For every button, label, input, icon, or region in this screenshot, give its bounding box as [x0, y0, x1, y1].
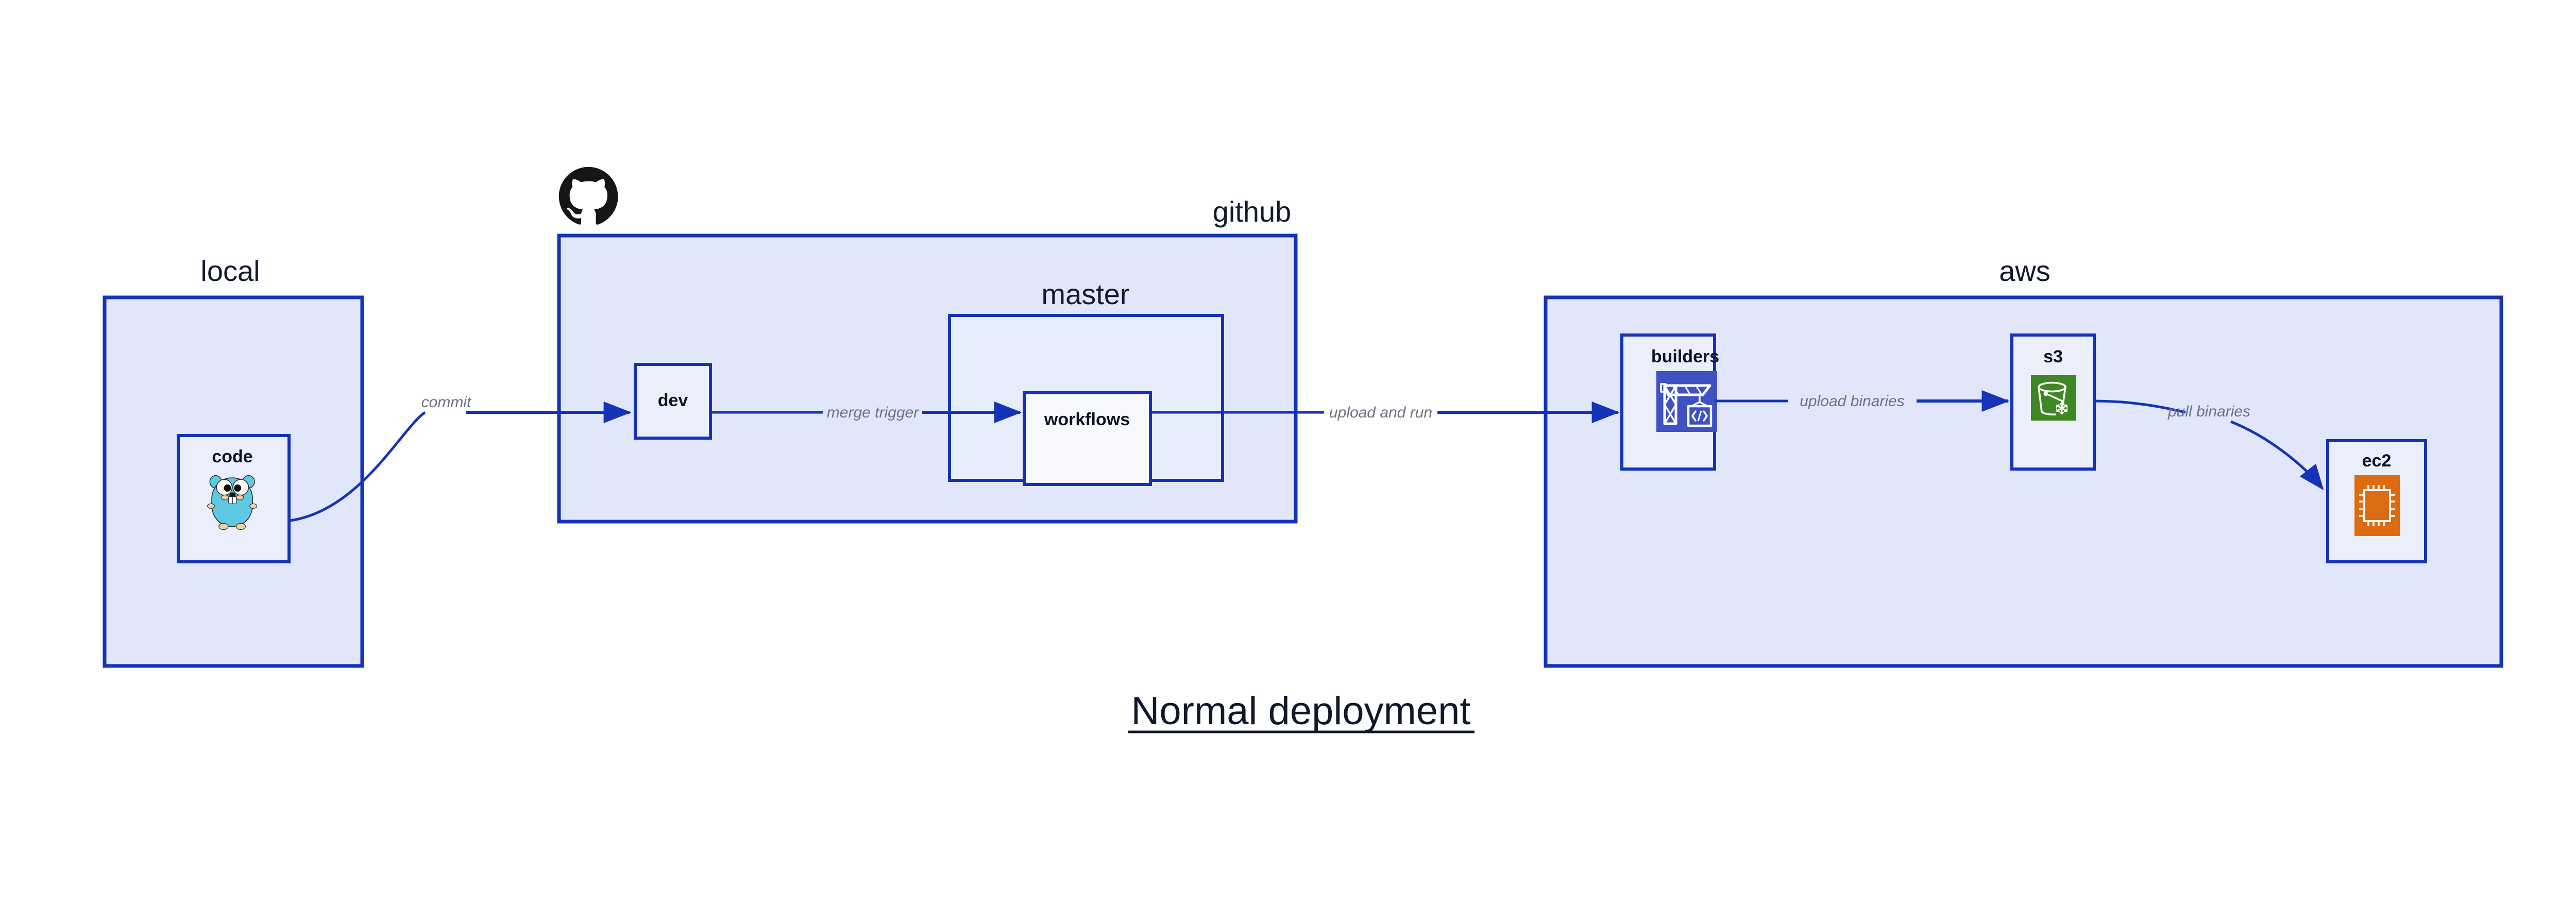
- edge-pull-binaries: pull binaries: [2094, 399, 2324, 491]
- group-label-github: github: [1213, 195, 1292, 228]
- node-box-ec2[interactable]: [2326, 439, 2427, 563]
- edge-line-commit: [290, 411, 426, 522]
- go-gopher-icon: [207, 475, 258, 530]
- group-label-local: local: [200, 255, 260, 287]
- node-box-dev[interactable]: [634, 363, 712, 440]
- edge-label-upload-binaries: upload binaries: [1800, 393, 1904, 410]
- subgroup-master: master workflows: [948, 278, 1224, 486]
- node-ec2[interactable]: ec2: [2326, 439, 2427, 563]
- edge-commit: commit: [290, 394, 632, 522]
- diagram-title: Normal deployment: [1128, 689, 1475, 733]
- edge-label-upload-and-run: upload and run: [1329, 404, 1432, 421]
- node-box-workflows[interactable]: [1023, 391, 1152, 486]
- node-builders[interactable]: builders: [1620, 333, 1719, 471]
- aws-codebuild-icon: [1656, 371, 1717, 432]
- aws-s3-glacier-icon: [2031, 375, 2076, 421]
- node-label-s3: s3: [2043, 347, 2063, 366]
- group-local: local code: [103, 255, 364, 668]
- node-code[interactable]: code: [177, 434, 291, 563]
- aws-ec2-icon: [2354, 475, 2400, 536]
- edge-label-merge-trigger: merge trigger: [827, 404, 919, 421]
- group-label-aws: aws: [1999, 255, 2050, 287]
- node-label-builders: builders: [1651, 347, 1719, 366]
- edge-upload-and-run: upload and run: [1150, 402, 1620, 423]
- group-github: github dev master workflows: [557, 166, 1298, 524]
- node-dev[interactable]: dev: [634, 363, 712, 440]
- edge-merge-trigger: merge trigger: [710, 402, 1022, 423]
- node-label-ec2: ec2: [2362, 451, 2392, 471]
- diagram-title-text: Normal deployment: [1131, 689, 1471, 733]
- node-label-code: code: [212, 447, 252, 466]
- subgroup-label-master: master: [1041, 278, 1129, 310]
- node-s3[interactable]: s3: [2010, 333, 2096, 471]
- edge-upload-binaries: upload binaries: [1715, 390, 2010, 412]
- edge-label-commit: commit: [421, 394, 472, 411]
- edge-label-pull-binaries: pull binaries: [2167, 403, 2250, 420]
- node-workflows[interactable]: workflows: [1023, 391, 1152, 486]
- github-octocat-icon: [558, 166, 618, 225]
- edge-line-pull-binaries-a: [2094, 399, 2186, 414]
- node-label-dev: dev: [658, 391, 688, 410]
- group-aws: aws builders: [1544, 255, 2503, 668]
- node-label-workflows: workflows: [1044, 410, 1130, 429]
- edge-arrow-pull-binaries: [2230, 420, 2324, 491]
